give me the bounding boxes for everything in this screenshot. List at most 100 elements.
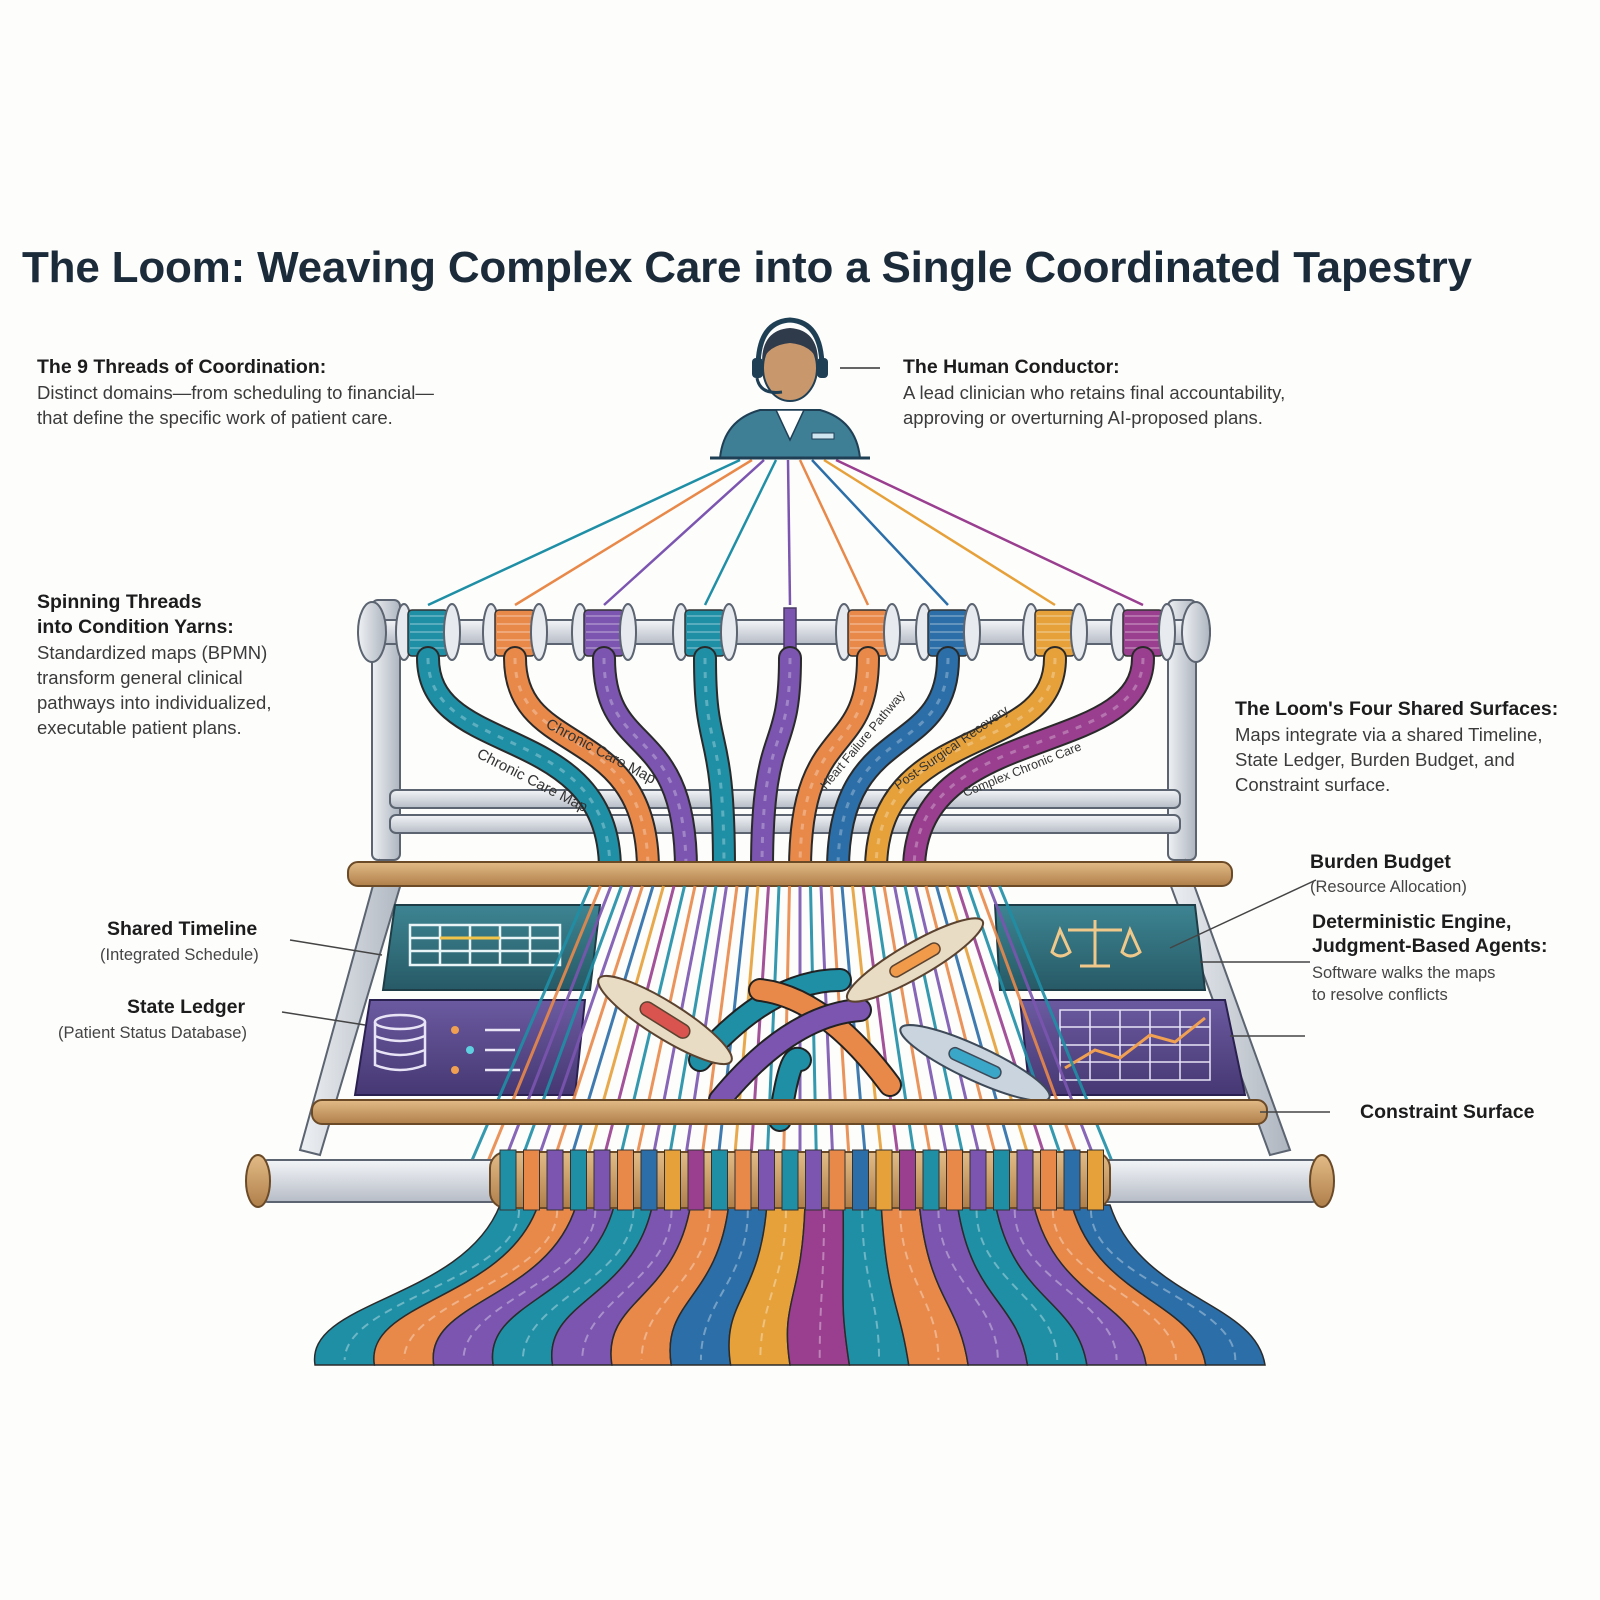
roller-band <box>664 1149 681 1211</box>
tapestry-pattern <box>462 1209 597 1361</box>
yarn <box>594 648 696 880</box>
yarn-twist <box>602 657 688 871</box>
surfaces-note-heading: The Loom's Four Shared Surfaces: <box>1235 698 1559 720</box>
conductor-line <box>514 458 753 607</box>
shuttle-2 <box>845 917 985 1003</box>
yarn <box>904 648 1153 880</box>
conductor-thread-lines <box>427 458 1144 607</box>
shared-timeline-panel <box>381 904 602 991</box>
conductor-line <box>811 459 949 606</box>
roller-band <box>499 1149 517 1211</box>
tapestry-pattern <box>861 1209 881 1361</box>
roller-band <box>899 1149 916 1211</box>
yarn <box>866 648 1065 880</box>
spool-flange <box>443 603 461 661</box>
constraint-wood-beam <box>311 1099 1268 1125</box>
roller-band <box>640 1149 658 1211</box>
roller-thread-bands <box>499 1149 1104 1211</box>
conductor-line <box>703 459 778 606</box>
tapestry-pattern <box>759 1209 787 1361</box>
spool-flange <box>883 603 901 661</box>
woven-tapestry <box>314 1204 1266 1366</box>
roller-band <box>922 1149 940 1211</box>
roller-band <box>805 1149 822 1211</box>
yarn <box>790 648 878 880</box>
engine-sublabel: Software walks the maps to resolve confl… <box>1312 964 1496 1004</box>
roller-band <box>828 1149 846 1211</box>
roller-band <box>946 1149 963 1211</box>
roller-band <box>993 1149 1010 1211</box>
shared-timeline-label: Shared Timeline <box>107 918 258 940</box>
burden-budget-label: Burden Budget <box>1310 851 1451 873</box>
roller-band <box>1087 1149 1104 1211</box>
roller-band <box>593 1149 611 1211</box>
engine-label: Deterministic Engine, Judgment-Based Age… <box>1312 911 1548 957</box>
shuttle-3 <box>899 1024 1051 1102</box>
yarn-twist <box>912 657 1145 871</box>
conductor-note: The Human Conductor: A lead clinician wh… <box>903 355 1423 430</box>
threads-note-heading: The 9 Threads of Coordination: <box>37 356 327 378</box>
yarn <box>695 648 734 880</box>
tapestry-pattern <box>818 1209 826 1361</box>
spool-flange <box>963 603 981 661</box>
tapestry-pattern <box>521 1209 635 1361</box>
yarn-twist <box>703 657 726 871</box>
conductor-line <box>603 459 765 606</box>
spinning-note-body: Standardized maps (BPMN) transform gener… <box>37 642 272 738</box>
tapestry-pattern <box>975 1209 1059 1361</box>
spinning-note-heading: Spinning Threads into Condition Yarns: <box>37 591 234 638</box>
roller-band <box>687 1149 705 1211</box>
spool-flange <box>619 603 637 661</box>
conductor-line <box>835 458 1144 607</box>
yarn-twist <box>836 657 950 871</box>
state-ledger-label: State Ledger <box>127 996 246 1018</box>
yarn-twist <box>798 657 870 871</box>
tapestry-pattern <box>937 1209 999 1361</box>
roller-band <box>570 1149 587 1211</box>
roller-band <box>523 1149 540 1211</box>
tapestry-pattern <box>581 1209 673 1361</box>
spool-flange <box>530 603 548 661</box>
shared-timeline-sublabel: (Integrated Schedule) <box>100 946 259 964</box>
yarn <box>418 648 620 880</box>
roller-band <box>617 1149 634 1211</box>
roller-band <box>1063 1149 1081 1211</box>
braid-strand <box>710 1000 870 1110</box>
surfaces-note: The Loom's Four Shared Surfaces: Maps in… <box>1235 697 1600 797</box>
burden-budget-panel <box>993 904 1207 991</box>
tapestry-pattern <box>403 1209 559 1361</box>
conductor-line <box>786 459 792 606</box>
surfaces-note-body: Maps integrate via a shared Timeline, St… <box>1235 724 1543 795</box>
yarn <box>828 648 958 880</box>
roller-band <box>711 1149 728 1211</box>
tapestry-pattern <box>1051 1209 1177 1361</box>
tapestry-pattern <box>343 1209 521 1361</box>
roller-band <box>781 1149 799 1211</box>
shuttle-1 <box>597 974 733 1066</box>
spool-flange <box>1070 603 1088 661</box>
tapestry-strip <box>1070 1204 1266 1366</box>
roller-band <box>546 1149 564 1211</box>
roller-band <box>1016 1149 1034 1211</box>
condition-yarns <box>416 646 1155 882</box>
conductor-line <box>427 458 741 607</box>
page-title: The Loom: Weaving Complex Care into a Si… <box>22 243 1472 292</box>
conductor-note-body: A lead clinician who retains final accou… <box>903 382 1286 428</box>
roller-band <box>1040 1149 1057 1211</box>
deterministic-engine-panel <box>1018 999 1247 1096</box>
threads-note: The 9 Threads of Coordination: Distinct … <box>37 355 557 430</box>
roller-band <box>852 1149 869 1211</box>
spinning-note: Spinning Threads into Condition Yarns: S… <box>37 590 357 740</box>
state-ledger-panel <box>353 999 587 1096</box>
yarn <box>505 648 658 880</box>
conductor-line <box>823 458 1056 607</box>
constraint-surface-label: Constraint Surface <box>1360 1101 1535 1123</box>
spool-flange <box>720 603 738 661</box>
burden-budget-sublabel: (Resource Allocation) <box>1310 878 1467 896</box>
human-conductor-figure <box>710 317 880 460</box>
roller-band <box>734 1149 752 1211</box>
yarn-twist <box>760 657 792 871</box>
conductor-line <box>798 459 870 606</box>
conductor-note-heading: The Human Conductor: <box>903 356 1120 378</box>
